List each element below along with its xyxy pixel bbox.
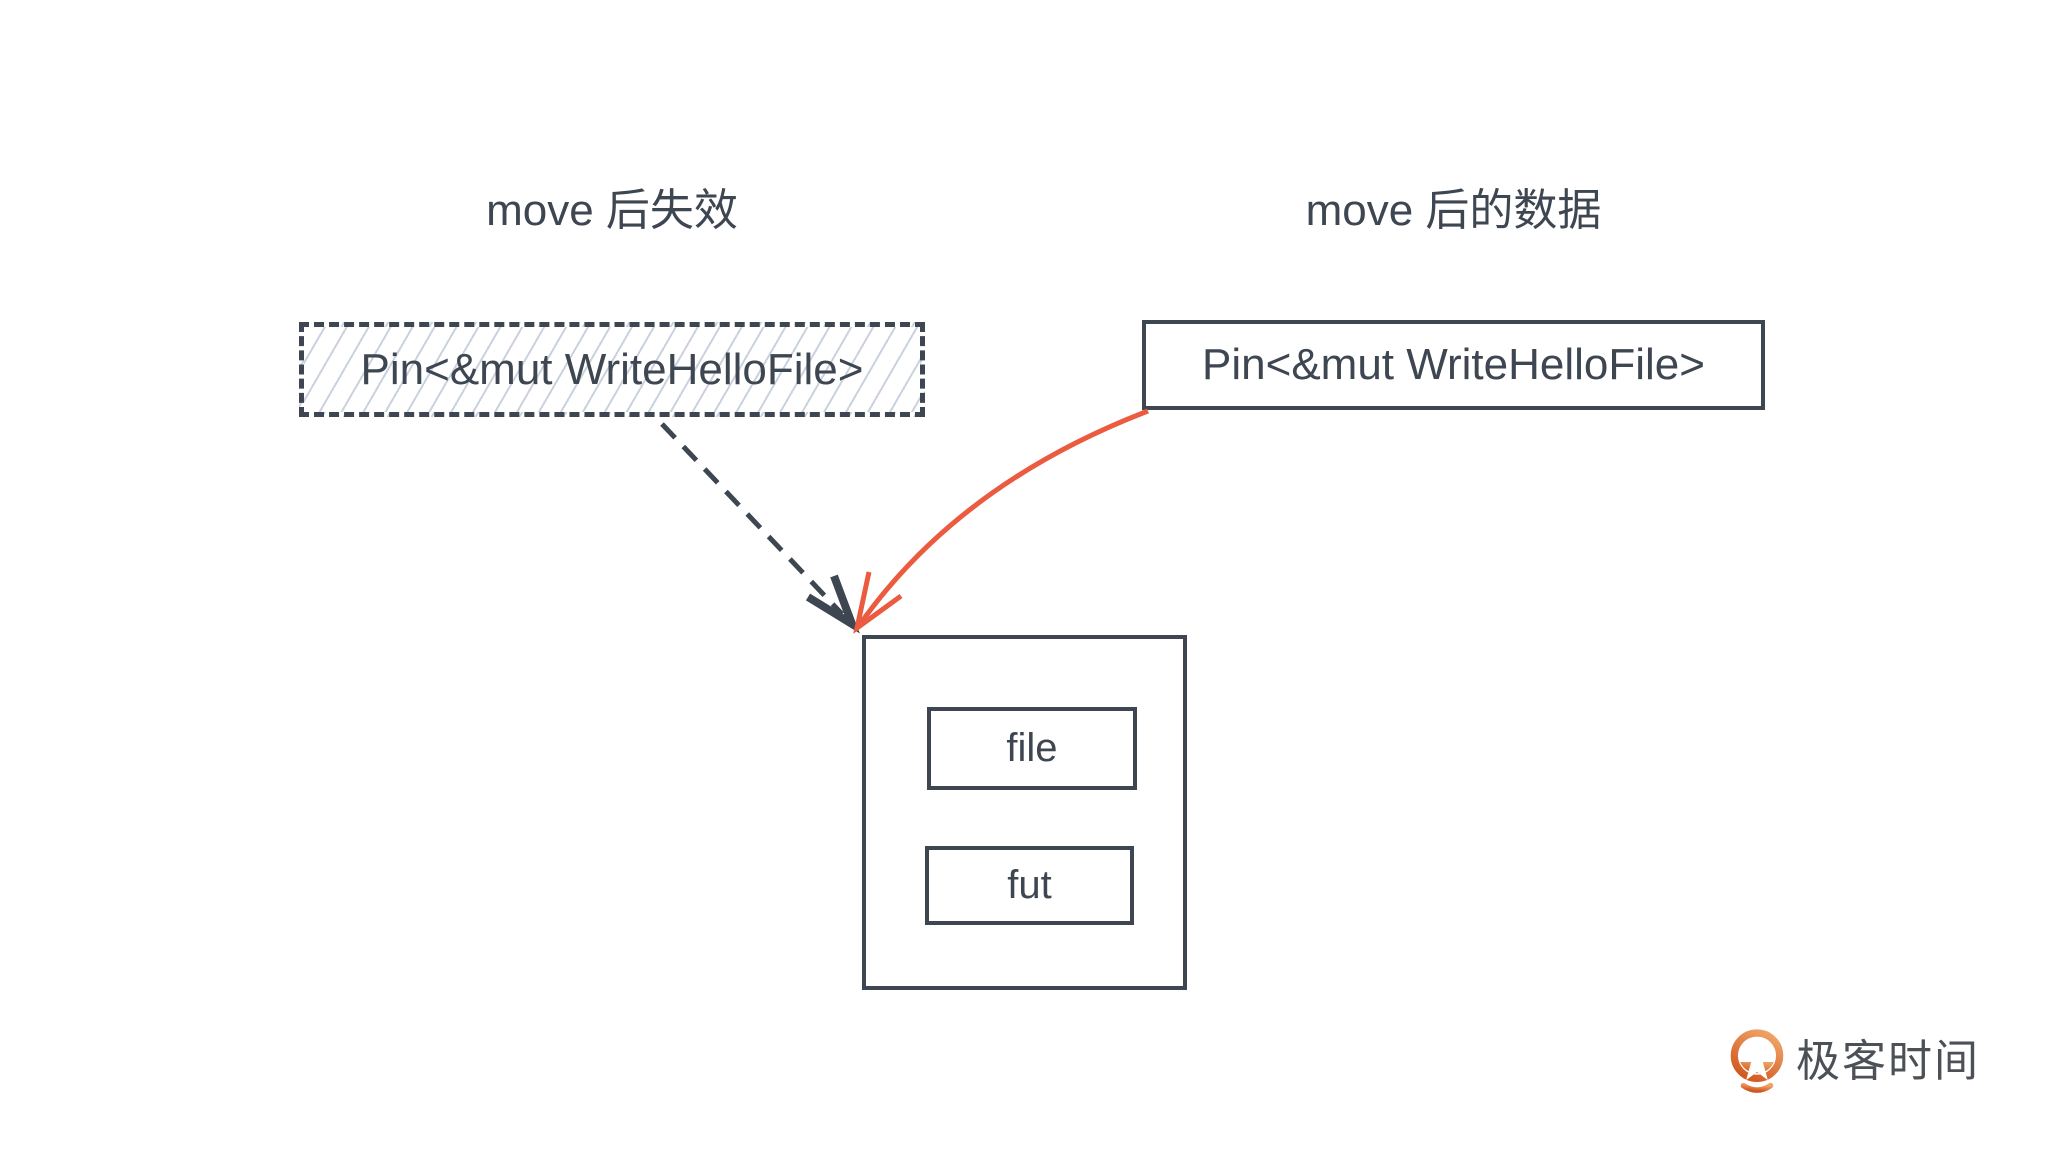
brand-logo: 极客时间 xyxy=(1728,1024,2028,1099)
geektime-logo-icon xyxy=(1730,1028,1784,1093)
dashed-arrow-shaft xyxy=(660,422,844,616)
moved-pin-label: Pin<&mut WriteHelloFile> xyxy=(1202,340,1705,389)
dashed-arrowhead-icon xyxy=(805,574,860,634)
brand-logo-text: 极客时间 xyxy=(1796,1036,1980,1086)
field-file-label: file xyxy=(1006,726,1058,770)
invalid-pin-label: Pin<&mut WriteHelloFile> xyxy=(360,344,864,394)
field-fut-label: fut xyxy=(1007,863,1052,907)
moved-pin-box: Pin<&mut WriteHelloFile> xyxy=(1142,320,1765,410)
field-box-fut: fut xyxy=(925,846,1134,925)
struct-box: file fut xyxy=(862,635,1187,990)
title-move-invalid: move 后失效 xyxy=(486,186,738,235)
red-arrow-shaft xyxy=(855,408,1149,629)
field-box-file: file xyxy=(927,707,1137,790)
red-arrowhead-icon xyxy=(853,571,903,634)
title-move-data: move 后的数据 xyxy=(1305,186,1602,235)
invalid-pin-box: Pin<&mut WriteHelloFile> xyxy=(299,322,925,417)
